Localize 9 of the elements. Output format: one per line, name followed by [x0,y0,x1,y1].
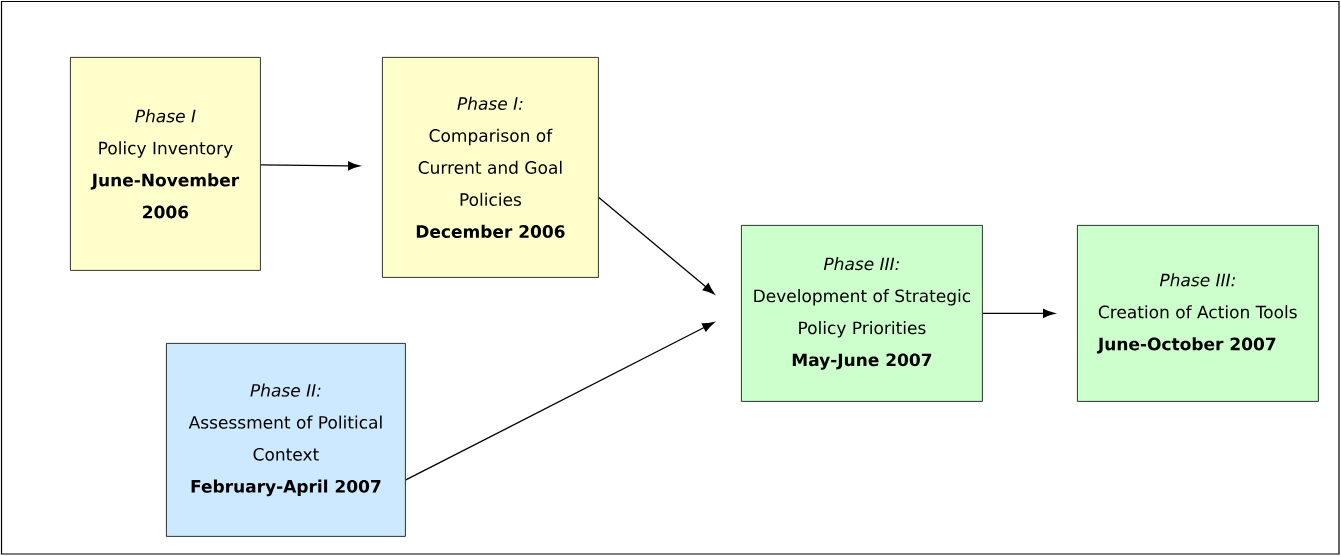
phase-box: Phase III: Creation of Action Tools June-October 2007 [1077,225,1319,402]
arrow [598,196,715,295]
arrow [260,161,360,171]
phase-box: Phase II: Assessment of Political Context February-April 2007 [166,343,406,537]
phase-box: Phase III: Development of Strategic Policy Priorities May-June 2007 [741,225,983,402]
phase-box: Phase I Policy Inventory June-November 2006 [70,57,261,271]
arrow [982,308,1055,318]
arrow [405,322,715,481]
phase-box: Phase I: Comparison of Current and Goal Policies December 2006 [382,57,599,278]
